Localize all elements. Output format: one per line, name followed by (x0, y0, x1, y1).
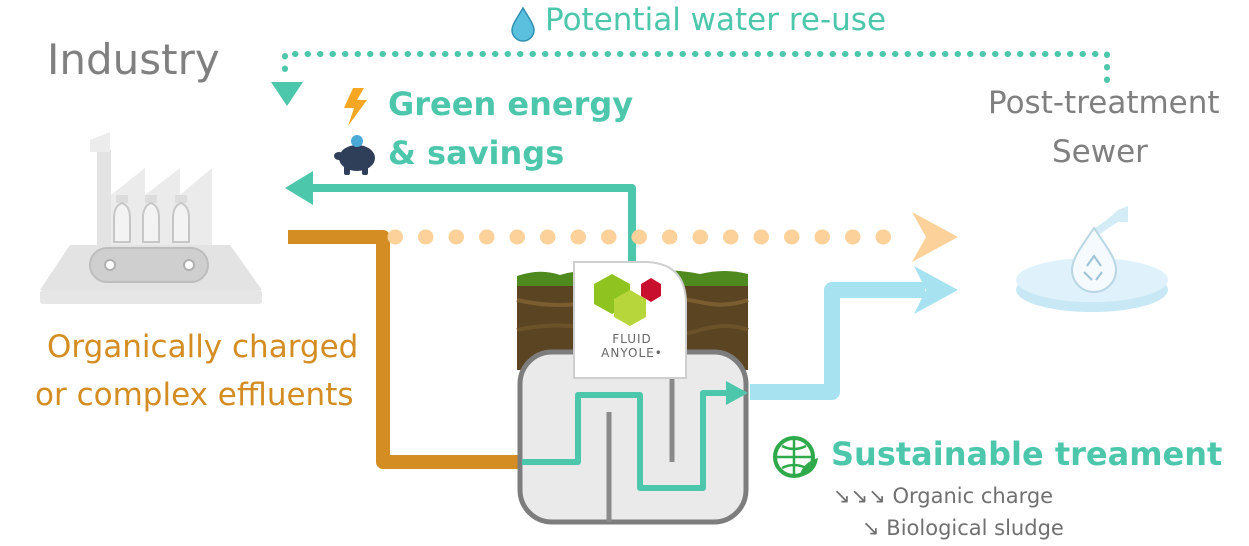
effluent-pipe (288, 230, 522, 469)
organic-charge-label: Organic charge (892, 484, 1054, 508)
water-reuse-arrowhead (271, 82, 303, 106)
water-basin-recycle-icon (1016, 206, 1168, 312)
water-reuse-line (282, 51, 1110, 83)
industry-title: Industry (47, 35, 220, 84)
brand-line2: ANYOLE (601, 345, 655, 360)
water-drop-icon (511, 6, 535, 42)
effluent-label-line1: Organically charged (47, 329, 359, 365)
savings-label: & savings (388, 134, 565, 172)
brand-mark: • (654, 345, 663, 360)
biological-sludge-item: ↘ Biological sludge (862, 516, 1064, 540)
post-treatment-label: Post-treatment (988, 85, 1220, 121)
piggy-bank-icon (334, 135, 375, 175)
fluidanyole-logo-icon (573, 261, 687, 379)
green-energy-arrow (305, 184, 636, 265)
globe-leaf-icon (773, 436, 818, 478)
bypass-arrowhead (912, 212, 958, 262)
biological-sludge-arrows: ↘ (862, 516, 880, 540)
effluent-label-line2: or complex effluents (35, 377, 354, 413)
brand-line1: FLUID (612, 332, 652, 346)
treated-outlet-arrowhead (914, 266, 958, 314)
water-reuse-label: Potential water re-use (545, 2, 887, 38)
sustainable-treatment-title: Sustainable treament (831, 435, 1223, 473)
green-energy-label: Green energy (388, 85, 634, 123)
organic-charge-arrows: ↘↘↘ (833, 484, 886, 508)
treated-outlet-pipe (750, 282, 925, 400)
internal-flow-path (522, 390, 727, 491)
biological-sludge-label: Biological sludge (886, 516, 1064, 540)
sewer-label: Sewer (1052, 134, 1148, 170)
internal-flow-arrowhead (726, 381, 748, 405)
green-energy-arrowhead (285, 171, 313, 205)
factory-icon (40, 132, 262, 304)
organic-charge-item: ↘↘↘ Organic charge (833, 484, 1053, 508)
lightning-bolt-icon (344, 88, 367, 126)
